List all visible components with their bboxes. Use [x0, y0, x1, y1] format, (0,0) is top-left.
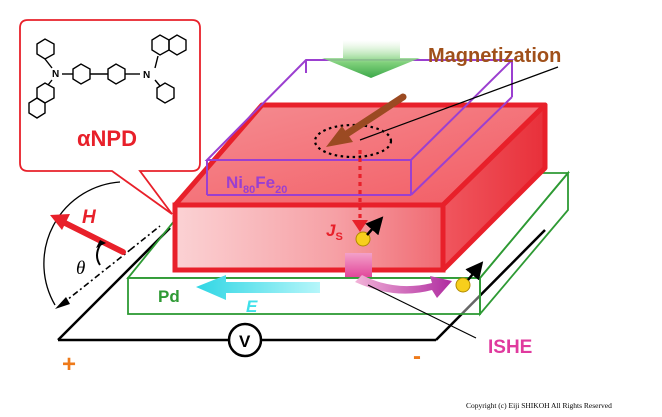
ishe-arrow: [355, 275, 452, 298]
ferromagnet-fe: Fe: [255, 173, 275, 192]
voltmeter-label: V: [239, 332, 251, 351]
ishe-pointer: [367, 284, 477, 339]
molecule-callout: [19, 19, 201, 215]
electric-field-arrow: [196, 275, 320, 300]
ferromagnet-sub1: 80: [243, 184, 255, 196]
organic-layer: [204, 59, 515, 196]
circuit-wires: [57, 227, 546, 342]
ishe-label: ISHE: [488, 337, 532, 358]
magnetization-label: Magnetization: [428, 45, 561, 67]
spin-current-s: S: [335, 231, 342, 243]
ferromagnet-block: [172, 102, 548, 273]
svg-text:N: N: [143, 70, 150, 81]
ferromagnet-sub2: 20: [275, 184, 287, 196]
svg-text:N: N: [52, 69, 59, 80]
minus-terminal: -: [413, 343, 421, 370]
copyright-text: Copyright (c) Eiji SHIKOH All Rights Res…: [466, 401, 612, 410]
spin-current-j: J: [326, 221, 336, 240]
electric-field-label: E: [246, 297, 258, 316]
plus-terminal: +: [62, 351, 76, 378]
field-label: H: [82, 207, 97, 228]
molecule-structure: [28, 34, 187, 119]
spin-current-arrow: [352, 150, 368, 232]
precession-ellipse: [313, 123, 393, 159]
spin-up-marker: [355, 216, 384, 247]
magnetization-arrow: [326, 93, 407, 147]
spin-down-marker: [455, 261, 484, 293]
ferromagnet-ni: Ni: [226, 173, 243, 192]
pd-label: Pd: [158, 287, 180, 306]
molecule-label: αNPD: [77, 126, 137, 151]
field-assembly: [43, 181, 161, 309]
ferromagnet-label: Ni80Fe20: [226, 173, 287, 196]
voltmeter: [227, 322, 263, 358]
magnetization-pointer: [359, 66, 559, 141]
spin-current-label: JS: [326, 221, 343, 243]
spin-accumulation: [345, 253, 372, 277]
microwave-arrow: [322, 40, 420, 78]
angle-label: θ: [76, 258, 85, 279]
